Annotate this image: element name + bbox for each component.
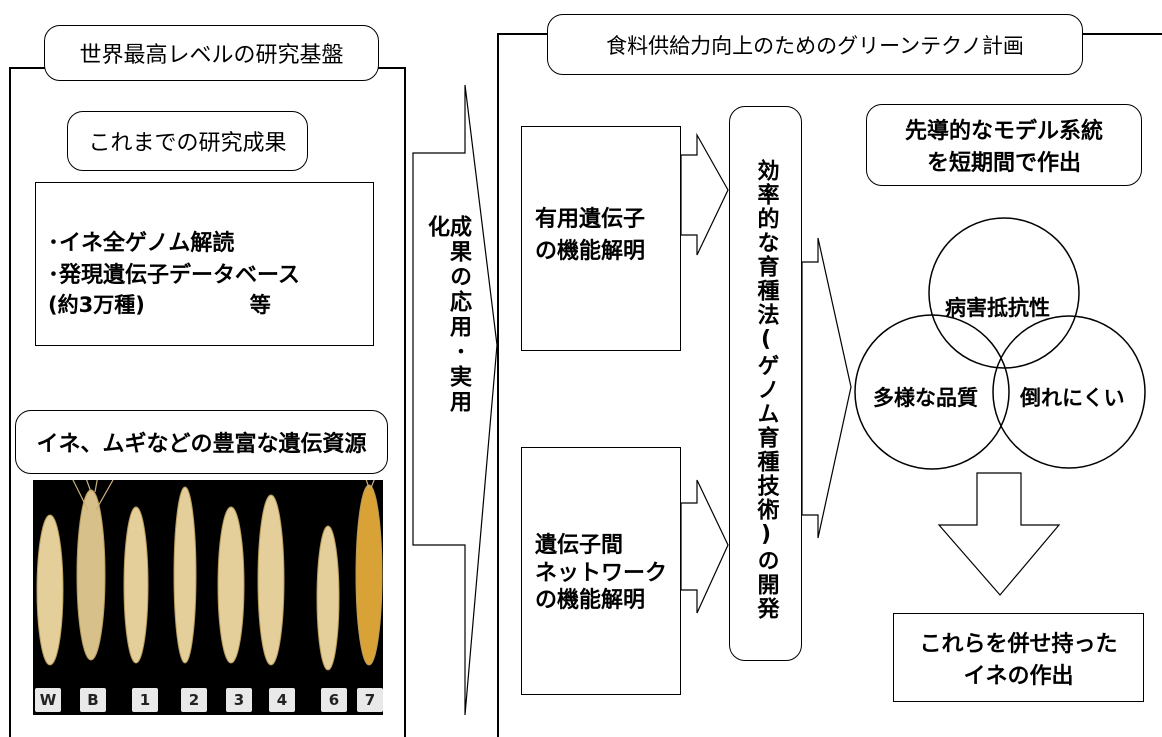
breeding-method-text: 効率的な育種法(ゲノム育種技術)の開発 (753, 159, 779, 621)
gene-network-line: 遺伝子間 (535, 533, 624, 558)
grain-label: 3 (226, 688, 252, 712)
grain-label: 1 (132, 688, 158, 712)
gene-function-line: の機能解明 (535, 239, 646, 264)
grain-label: W (35, 688, 61, 712)
trait-circle-lodging (992, 315, 1146, 469)
results-heading: これまでの研究成果 (67, 111, 308, 171)
gene-network-line: ネットワーク (535, 560, 668, 586)
arrow-pill-to-traits (801, 237, 852, 539)
grain-label: 4 (269, 688, 295, 712)
trait-lodging-resistant: 倒れにくい (1020, 386, 1125, 410)
model-line-box: 先導的なモデル系統 を短期間で作出 (866, 104, 1142, 186)
center-arrow-shape (412, 84, 498, 716)
gene-function-box: 有用遺伝子 の機能解明 (521, 126, 681, 351)
trait-disease-resistance: 病害抵抗性 (945, 296, 1050, 320)
arrow-bottom-to-pill (680, 479, 729, 614)
result-text: イネの作出 (963, 663, 1074, 689)
gene-function-line: 有用遺伝子 (535, 207, 646, 232)
grain-label: B (80, 688, 106, 712)
grain-label: 6 (321, 688, 347, 712)
breeding-method-pill: 効率的な育種法(ゲノム育種技術)の開発 (729, 106, 802, 661)
model-line-text: 先導的なモデル系統 (904, 119, 1103, 144)
results-item: (約3万種) 等 (48, 293, 271, 317)
results-item: ･発現遺伝子データベース (48, 263, 300, 288)
arrow-down (937, 472, 1061, 596)
arrow-top-to-pill (680, 132, 729, 256)
results-list: ･イネ全ゲノム解読 ･発現遺伝子データベース (約3万種) 等 (35, 182, 374, 346)
model-line-text: を短期間で作出 (926, 151, 1081, 176)
result-box: これらを併せ持った イネの作出 (893, 613, 1144, 702)
gene-network-line: の機能解明 (535, 588, 646, 613)
trait-circle-quality (854, 314, 1010, 470)
trait-diverse-quality: 多様な品質 (873, 386, 978, 410)
gene-network-box: 遺伝子間 ネットワーク の機能解明 (521, 447, 681, 695)
right-panel-title: 食料供給力向上のためのグリーンテクノ計画 (547, 14, 1083, 75)
grain-label: 7 (357, 688, 383, 712)
results-item: ･イネ全ゲノム解読 (48, 231, 235, 256)
resources-heading: イネ、ムギなどの豊富な遺伝資源 (15, 410, 388, 474)
grain-photo: W B 1 2 3 4 6 7 (33, 480, 383, 715)
grain-label: 2 (181, 688, 207, 712)
trait-circle-disease (928, 217, 1080, 369)
result-text: これらを併せ持った (919, 631, 1118, 657)
center-arrow-text: 成果の応用･実用化 (424, 215, 471, 415)
grain-spikes-image (36, 480, 383, 671)
left-panel-title: 世界最高レベルの研究基盤 (44, 25, 379, 81)
